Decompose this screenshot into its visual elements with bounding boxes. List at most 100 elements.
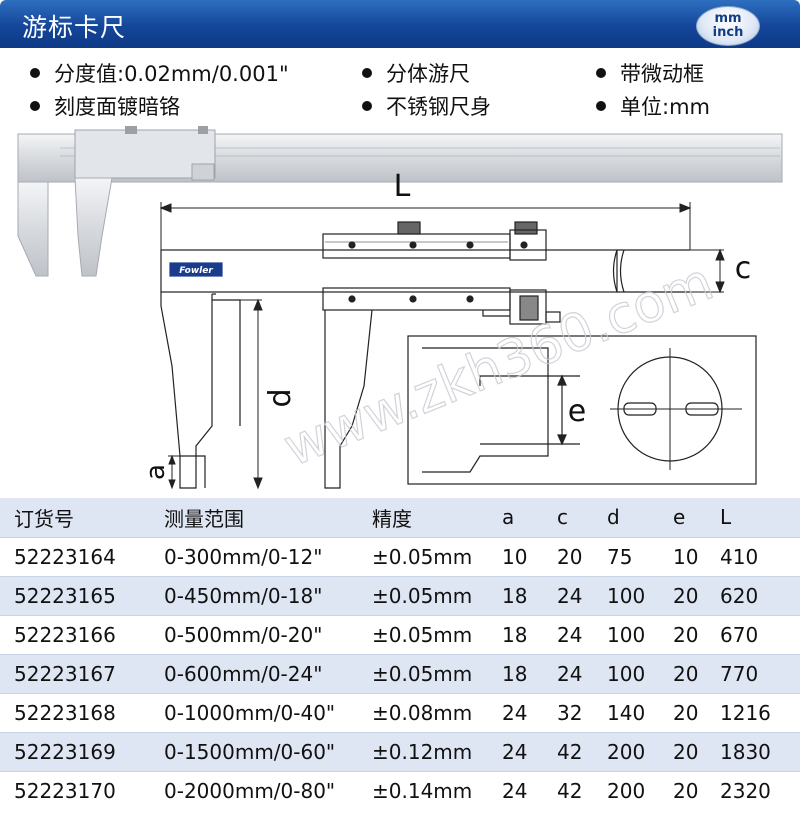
- table-cell: 0-600mm/0-24": [164, 661, 323, 686]
- table-cell: 52223168: [14, 700, 116, 725]
- dim-label-a: a: [141, 464, 171, 480]
- feature-item: 刻度面镀暗铬: [30, 91, 180, 121]
- bullet-icon: [362, 68, 372, 78]
- bullet-icon: [30, 68, 40, 78]
- table-cell: 20: [557, 544, 583, 569]
- table-cell: 32: [557, 700, 583, 725]
- table-cell: 200: [607, 778, 646, 803]
- title-bar: 游标卡尺 mm inch: [0, 0, 800, 48]
- table-cell: 20: [673, 739, 699, 764]
- table-cell: 620: [720, 583, 759, 608]
- table-cell: 20: [673, 661, 699, 686]
- table-cell: 52223170: [14, 778, 116, 803]
- col-header: L: [720, 505, 732, 530]
- table-row: 52223164 0-300mm/0-12" ±0.05mm 10 20 75 …: [0, 537, 800, 576]
- feature-text: 分体游尺: [386, 62, 470, 86]
- table-row: 52223167 0-600mm/0-24" ±0.05mm 18 24 100…: [0, 654, 800, 693]
- table-cell: 75: [607, 544, 633, 569]
- col-header: 精度: [372, 506, 412, 531]
- table-cell: 24: [557, 583, 583, 608]
- caliper-drawing: Fowler L c d a e www.zkh360.com: [17, 126, 783, 490]
- table-cell: ±0.08mm: [372, 700, 473, 725]
- feature-text: 带微动框: [620, 62, 704, 86]
- table-cell: 0-500mm/0-20": [164, 622, 323, 647]
- table-cell: ±0.05mm: [372, 583, 473, 608]
- feature-item: 分度值:0.02mm/0.001": [30, 58, 289, 88]
- unit-badge-mm: mm: [714, 11, 742, 26]
- table-cell: 52223165: [14, 583, 116, 608]
- bullet-icon: [30, 101, 40, 111]
- feature-item: 带微动框: [596, 58, 704, 88]
- table-cell: 0-450mm/0-18": [164, 583, 323, 608]
- table-cell: 52223167: [14, 661, 116, 686]
- unit-badge-inch: inch: [712, 25, 744, 40]
- bullet-icon: [596, 68, 606, 78]
- table-cell: 200: [607, 739, 646, 764]
- table-cell: ±0.05mm: [372, 622, 473, 647]
- table-cell: 100: [607, 661, 646, 686]
- dim-label-c: c: [735, 251, 752, 286]
- table-cell: ±0.12mm: [372, 739, 473, 764]
- table-cell: 24: [502, 700, 528, 725]
- dim-label-e: e: [568, 394, 586, 429]
- table-cell: 24: [557, 661, 583, 686]
- bullet-icon: [362, 101, 372, 111]
- table-row: 52223170 0-2000mm/0-80" ±0.14mm 24 42 20…: [0, 771, 800, 810]
- unit-badge: mm inch: [696, 6, 760, 46]
- table-cell: 52223166: [14, 622, 116, 647]
- dim-label-L: L: [394, 169, 411, 204]
- feature-item: 单位:mm: [596, 91, 710, 121]
- col-header: 订货号: [14, 506, 74, 531]
- feature-item: 分体游尺: [362, 58, 470, 88]
- table-cell: 20: [673, 700, 699, 725]
- table-cell: 770: [720, 661, 759, 686]
- table-row: 52223165 0-450mm/0-18" ±0.05mm 18 24 100…: [0, 576, 800, 615]
- bullet-icon: [596, 101, 606, 111]
- table-cell: 0-1000mm/0-40": [164, 700, 336, 725]
- table-cell: 1830: [720, 739, 771, 764]
- caliper-photo: [17, 126, 783, 277]
- table-cell: 100: [607, 583, 646, 608]
- spec-table: 订货号 测量范围 精度 a c d e L 52223164 0-300mm/0…: [0, 498, 800, 810]
- table-header-row: 订货号 测量范围 精度 a c d e L: [0, 498, 800, 537]
- table-cell: 52223169: [14, 739, 116, 764]
- table-cell: 1216: [720, 700, 771, 725]
- col-header: e: [673, 505, 686, 530]
- col-header: d: [607, 505, 620, 530]
- table-row: 52223166 0-500mm/0-20" ±0.05mm 18 24 100…: [0, 615, 800, 654]
- table-cell: 0-300mm/0-12": [164, 544, 323, 569]
- detail-inset: [407, 335, 757, 485]
- feature-text: 刻度面镀暗铬: [54, 95, 180, 119]
- table-cell: 2320: [720, 778, 771, 803]
- table-cell: 24: [502, 778, 528, 803]
- table-cell: ±0.05mm: [372, 661, 473, 686]
- feature-text: 分度值:0.02mm/0.001": [54, 62, 289, 86]
- col-header: 测量范围: [164, 506, 244, 531]
- table-cell: 52223164: [14, 544, 116, 569]
- table-cell: ±0.14mm: [372, 778, 473, 803]
- table-cell: 42: [557, 778, 583, 803]
- page-title: 游标卡尺: [22, 13, 127, 42]
- feature-list: 分度值:0.02mm/0.001" 分体游尺 带微动框 刻度面镀暗铬 不锈钢尺身…: [0, 56, 800, 126]
- table-cell: 18: [502, 622, 528, 647]
- table-cell: 18: [502, 583, 528, 608]
- table-row: 52223168 0-1000mm/0-40" ±0.08mm 24 32 14…: [0, 693, 800, 732]
- table-cell: 670: [720, 622, 759, 647]
- table-cell: 20: [673, 622, 699, 647]
- table-cell: ±0.05mm: [372, 544, 473, 569]
- table-cell: 0-2000mm/0-80": [164, 778, 336, 803]
- table-cell: 410: [720, 544, 759, 569]
- dim-label-d: d: [263, 388, 298, 407]
- brand-logo-text: Fowler: [179, 266, 213, 276]
- table-cell: 10: [502, 544, 528, 569]
- table-cell: 20: [673, 778, 699, 803]
- table-row: 52223169 0-1500mm/0-60" ±0.12mm 24 42 20…: [0, 732, 800, 771]
- feature-text: 单位:mm: [620, 95, 710, 119]
- table-cell: 10: [673, 544, 699, 569]
- caliper-schematic: [160, 221, 690, 489]
- table-cell: 20: [673, 583, 699, 608]
- table-cell: 42: [557, 739, 583, 764]
- table-cell: 18: [502, 661, 528, 686]
- table-cell: 100: [607, 622, 646, 647]
- table-cell: 24: [502, 739, 528, 764]
